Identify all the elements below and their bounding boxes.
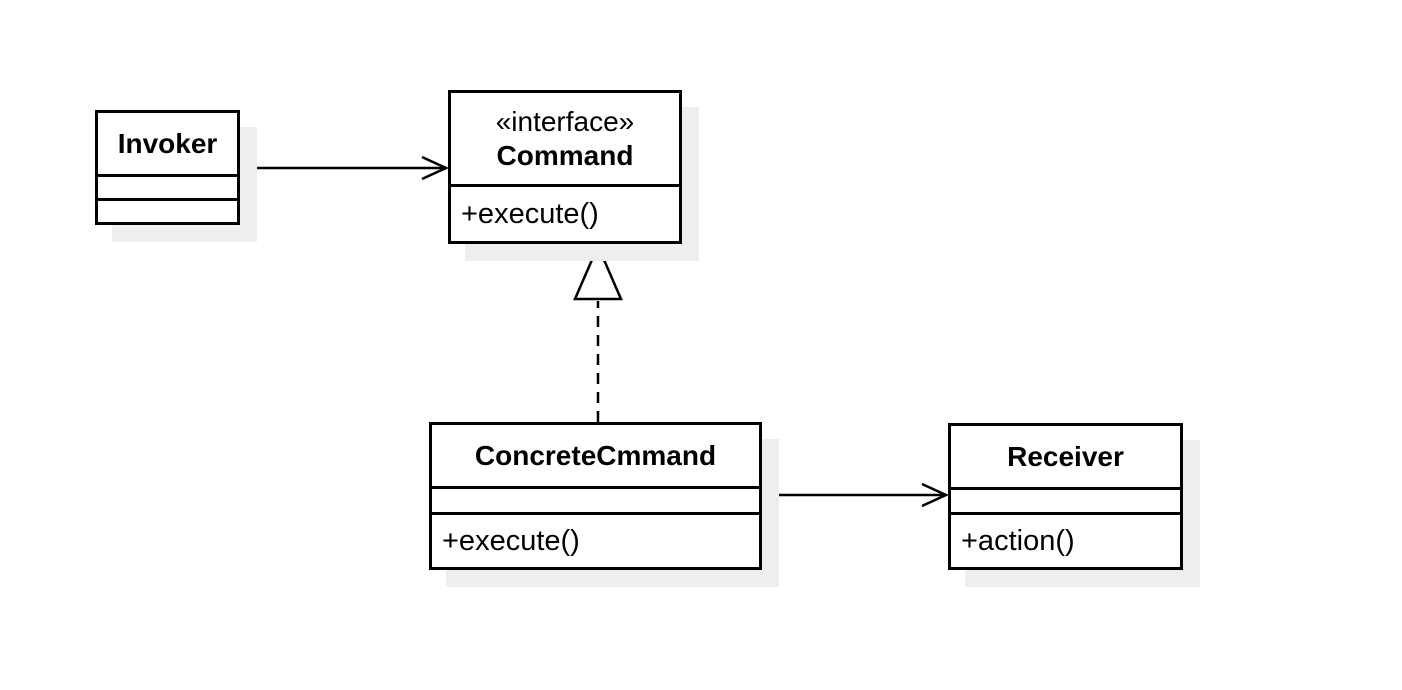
class-title-compartment: Invoker xyxy=(98,113,237,174)
class-name: Receiver xyxy=(1007,440,1124,472)
class-name: ConcreteCmmand xyxy=(474,439,717,471)
attributes-compartment xyxy=(951,487,1180,512)
methods-compartment xyxy=(98,198,237,222)
methods-compartment: +execute() xyxy=(451,184,679,241)
methods-compartment: +execute() xyxy=(432,512,759,567)
class-box-command: «interface» Command +execute() xyxy=(448,90,682,244)
class-title-compartment: Receiver xyxy=(951,426,1180,487)
open-arrowhead-icon xyxy=(921,482,950,508)
class-box-invoker: Invoker xyxy=(95,110,240,225)
method-label: +execute() xyxy=(461,197,599,230)
class-box-concrete-command: ConcreteCmmand +execute() xyxy=(429,422,762,570)
class-title-compartment: «interface» Command xyxy=(451,93,679,184)
hollow-triangle-arrowhead-icon xyxy=(573,242,623,301)
class-title-compartment: ConcreteCmmand xyxy=(432,425,759,486)
methods-compartment: +action() xyxy=(951,512,1180,567)
class-name: Command xyxy=(496,139,634,171)
class-name: Invoker xyxy=(117,127,218,159)
attributes-compartment xyxy=(98,174,237,198)
method-label: +action() xyxy=(961,524,1075,557)
class-box-receiver: Receiver +action() xyxy=(948,423,1183,570)
attributes-compartment xyxy=(432,486,759,512)
open-arrowhead-icon xyxy=(421,155,450,181)
class-stereotype: «interface» xyxy=(495,105,635,137)
method-label: +execute() xyxy=(442,524,580,557)
